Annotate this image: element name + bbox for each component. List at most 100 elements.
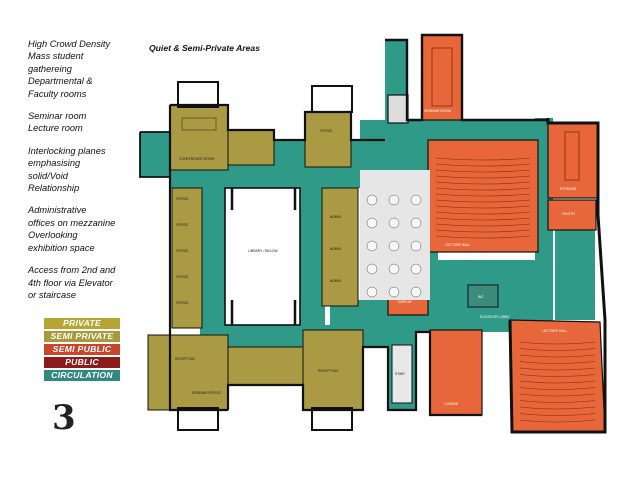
seat-row bbox=[519, 387, 596, 390]
balcony-west bbox=[177, 81, 219, 108]
note-line: emphasising bbox=[28, 158, 81, 169]
auditorium-seating-north bbox=[435, 157, 531, 239]
label-reception-west: RECEPTION bbox=[175, 357, 195, 361]
conference-table-top bbox=[181, 117, 217, 131]
exhibition-table bbox=[410, 240, 422, 252]
note-crowd-density: High Crowd Density Mass student gatherei… bbox=[28, 38, 140, 100]
seat-row bbox=[435, 181, 531, 185]
label-admin-1: ADMIN bbox=[330, 215, 341, 219]
exhibition-table bbox=[366, 263, 378, 275]
plan-heading: Quiet & Semi-Private Areas bbox=[149, 43, 260, 53]
legend-public: PUBLIC bbox=[44, 357, 120, 368]
note-line: Seminar room bbox=[28, 111, 87, 122]
seat-row bbox=[435, 199, 531, 203]
label-office-west-5: OFFICE bbox=[176, 301, 189, 305]
exhibition-table bbox=[410, 286, 422, 298]
note-line: Mass student bbox=[28, 51, 84, 62]
storage-room bbox=[547, 122, 599, 199]
seat-row bbox=[519, 380, 596, 384]
staircase-south bbox=[391, 344, 413, 404]
exhibition-table bbox=[388, 240, 400, 252]
conference-wing bbox=[169, 104, 229, 171]
note-line: Departmental & bbox=[28, 76, 93, 87]
design-notes: High Crowd Density Mass student gatherei… bbox=[28, 38, 140, 311]
exhibition-table bbox=[366, 194, 378, 206]
note-line: Administrative bbox=[28, 205, 87, 216]
label-office-west-3: OFFICE bbox=[176, 249, 189, 253]
seat-row bbox=[435, 235, 531, 239]
label-office-west-2: OFFICE bbox=[176, 223, 189, 227]
conference-table bbox=[181, 47, 580, 181]
outer-wall-north bbox=[385, 33, 548, 122]
outer-wall-north-west bbox=[170, 103, 385, 142]
note-line: High Crowd Density bbox=[28, 39, 111, 49]
exhibition-table bbox=[410, 263, 422, 275]
label-seminar-office: SEMINAR OFFICE bbox=[192, 391, 222, 395]
seat-row bbox=[435, 217, 531, 221]
exhibition-table bbox=[366, 286, 378, 298]
label-office-west-4: OFFICE bbox=[176, 275, 189, 279]
label-storage: STORAGE bbox=[560, 187, 577, 191]
exhibition-table bbox=[366, 217, 378, 229]
office-column-west bbox=[171, 187, 203, 329]
seat-row bbox=[519, 354, 596, 358]
balcony-south-west bbox=[177, 407, 219, 431]
seat-row bbox=[435, 187, 531, 191]
label-office-west-1: OFFICE bbox=[176, 197, 189, 201]
reception-west bbox=[147, 334, 229, 411]
exhibition-table bbox=[388, 217, 400, 229]
office-block-center-north bbox=[304, 111, 352, 168]
outer-wall-south bbox=[226, 330, 482, 417]
page-number: 3 bbox=[52, 398, 76, 438]
seat-row bbox=[519, 419, 596, 423]
seat-row bbox=[435, 175, 531, 179]
label-void: LIBRARY / BELOW bbox=[248, 249, 278, 253]
sw-stair-wall bbox=[139, 131, 170, 178]
label-pantry: PANTRY bbox=[562, 212, 576, 216]
elevator-shaft bbox=[387, 94, 409, 124]
note-line: Overlooking bbox=[28, 230, 78, 241]
label-lounge: LOUNGE bbox=[444, 402, 459, 406]
note-line: solid/Void bbox=[28, 170, 68, 181]
note-line: Faculty rooms bbox=[28, 88, 87, 99]
note-line: Access from 2nd and bbox=[28, 265, 116, 276]
note-line: Relationship bbox=[28, 183, 80, 194]
seat-row bbox=[519, 400, 596, 403]
note-line: offices on mezzanine bbox=[28, 217, 116, 228]
office-row-south bbox=[227, 346, 304, 386]
note-line: or staircase bbox=[28, 289, 77, 300]
note-line: 4th floor via Elevator bbox=[28, 277, 113, 288]
circulation-east-edge bbox=[555, 215, 595, 320]
note-line: exhibition space bbox=[28, 242, 95, 253]
exhibition-table bbox=[410, 217, 422, 229]
storage-table-top bbox=[564, 131, 580, 181]
label-admin-3: ADMIN bbox=[330, 279, 341, 283]
seat-row bbox=[435, 205, 531, 209]
label-elevator-lobby: ELEVATOR LOBBY bbox=[480, 315, 511, 319]
label-wc: WC bbox=[478, 295, 484, 299]
void-pillar-wall-1 bbox=[230, 188, 297, 325]
balcony-south-center bbox=[311, 407, 353, 431]
balcony-center bbox=[311, 85, 353, 113]
legend-circulation: CIRCULATION bbox=[44, 370, 120, 381]
seat-row bbox=[519, 393, 596, 397]
seat-row bbox=[519, 374, 596, 377]
seat-row bbox=[435, 229, 531, 233]
seat-row bbox=[435, 193, 531, 197]
label-conference: CONFERENCE ROOM bbox=[179, 157, 214, 161]
seat-row bbox=[519, 367, 596, 371]
label-lecture-hall-south: LECTURE HALL bbox=[542, 329, 567, 333]
exhibition-table bbox=[388, 194, 400, 206]
outer-wall-east bbox=[508, 118, 607, 434]
seat-row bbox=[519, 341, 596, 345]
seat-row bbox=[435, 223, 531, 227]
label-seminar-room: SEMINAR ROOM bbox=[424, 109, 451, 113]
exhibition-table bbox=[366, 240, 378, 252]
walls bbox=[139, 33, 607, 434]
pantry-room bbox=[547, 199, 597, 231]
note-line: Interlocking planes bbox=[28, 145, 106, 156]
seat-row bbox=[519, 406, 596, 410]
note-line: gathereing bbox=[28, 63, 72, 74]
seat-row bbox=[519, 361, 596, 364]
seat-row bbox=[519, 348, 596, 351]
